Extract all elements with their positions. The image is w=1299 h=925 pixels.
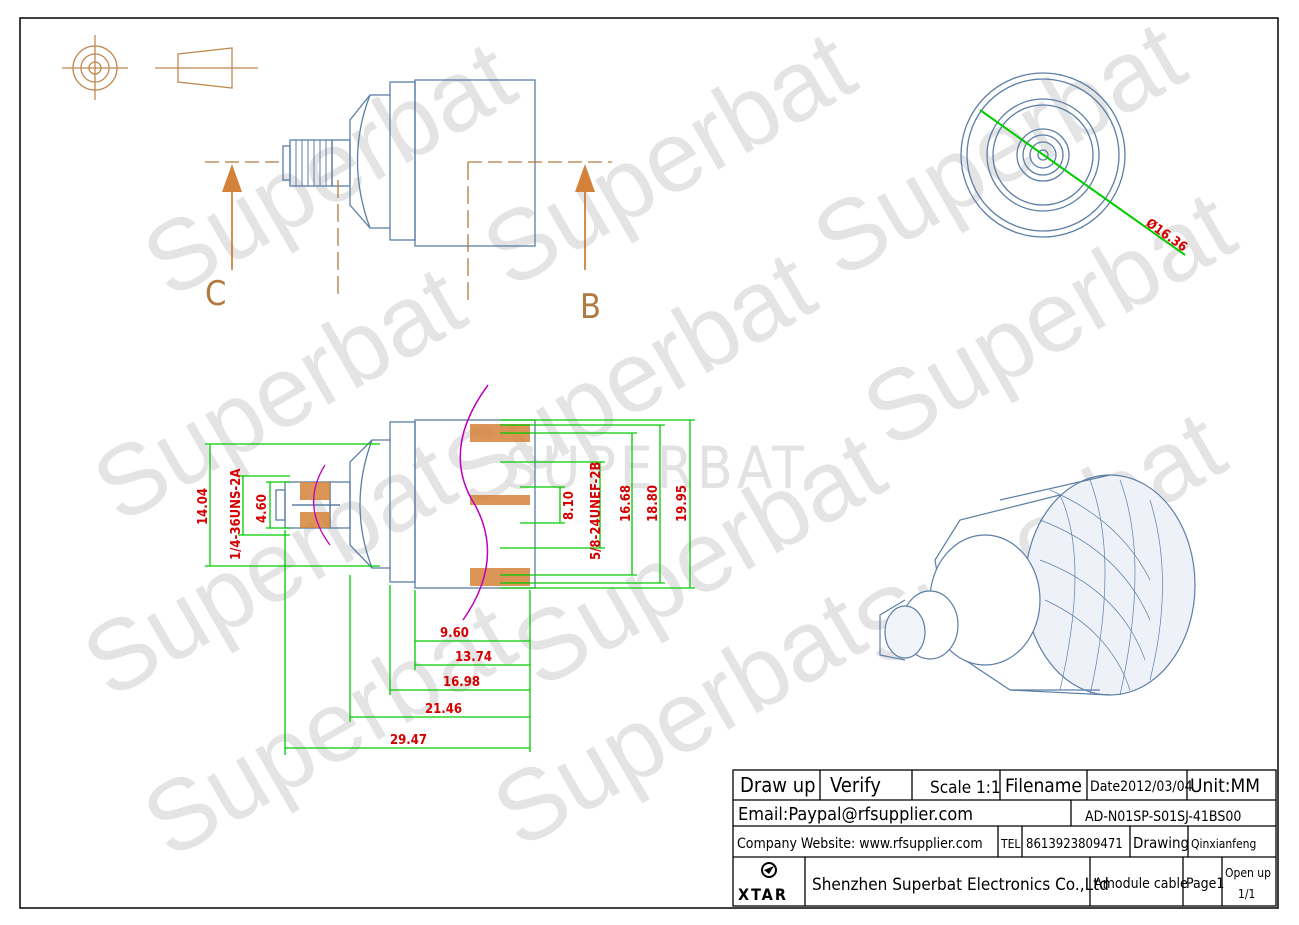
xtar-logo: XTAR: [738, 862, 788, 904]
sheet-border: [19, 17, 1279, 909]
side-view: [282, 79, 536, 247]
dim-19-95: 19.95: [675, 485, 690, 522]
tb-email: Email:Paypal@rfsupplier.com: [738, 804, 973, 825]
dim-thread-5-8: 5/8-24UNEF-2B: [589, 461, 604, 560]
tb-company: Shenzhen Superbat Electronics Co.,Ltd: [812, 875, 1109, 895]
tb-drawing-label: Drawing: [1133, 834, 1189, 852]
watermark: Superbat: [465, 9, 873, 309]
section-marks: C B: [205, 161, 612, 327]
dim-14-04: 14.04: [196, 488, 211, 525]
tb-unit: Unit:MM: [1190, 775, 1260, 797]
dim-18-80: 18.80: [646, 485, 661, 522]
section-label-b: B: [580, 287, 601, 327]
dim-thread-1-4: 1/4-36UNS-2A: [229, 469, 244, 560]
dim-8-10: 8.10: [562, 491, 577, 520]
dim-9-60: 9.60: [440, 626, 469, 641]
tb-draw-up: Draw up: [740, 773, 816, 797]
dim-13-74: 13.74: [455, 650, 492, 665]
watermark: Superbat: [125, 19, 533, 319]
tb-filename: Filename: [1005, 775, 1082, 797]
dimension-labels: 14.04 1/4-36UNS-2A 4.60 8.10 5/8-24UNEF-…: [196, 461, 690, 748]
dim-16-98: 16.98: [443, 675, 480, 690]
tb-page: Page1: [1186, 876, 1224, 892]
dim-21-46: 21.46: [425, 702, 462, 717]
dimension-lines: [205, 419, 695, 755]
tb-part-number: AD-N01SP-S01SJ-41BS00: [1085, 809, 1241, 825]
tb-open-up: Open up: [1225, 866, 1271, 880]
tb-scale: Scale 1:1: [930, 778, 1001, 798]
tb-open-up-value: 1/1: [1238, 887, 1255, 901]
tb-module: Amodule cable: [1094, 876, 1188, 892]
tb-tel-label: TEL: [1000, 837, 1020, 851]
dim-4-60: 4.60: [255, 494, 270, 523]
title-block: Draw up Verify Scale 1:1 Filename Date20…: [732, 769, 1277, 907]
dim-29-47: 29.47: [390, 733, 427, 748]
watermark-superbat: SUPERBAT: [505, 434, 808, 502]
tb-website: Company Website: www.rfsupplier.com: [737, 836, 983, 852]
projection-symbol: [62, 35, 258, 100]
tb-verify: Verify: [830, 773, 881, 797]
front-diameter-line: [979, 109, 1186, 256]
isometric-view: [879, 474, 1196, 696]
section-label-c: C: [205, 274, 226, 314]
tb-date: Date2012/03/04: [1090, 779, 1193, 795]
dim-16-68: 16.68: [619, 485, 634, 522]
tb-drawer: Qinxianfeng: [1191, 837, 1256, 851]
tb-logo-text: XTAR: [738, 885, 788, 904]
tb-tel: 8613923809471: [1026, 837, 1123, 852]
front-view: [960, 72, 1126, 238]
watermarks: Superbat Superbat Superbat Superbat Supe…: [65, 0, 1253, 879]
